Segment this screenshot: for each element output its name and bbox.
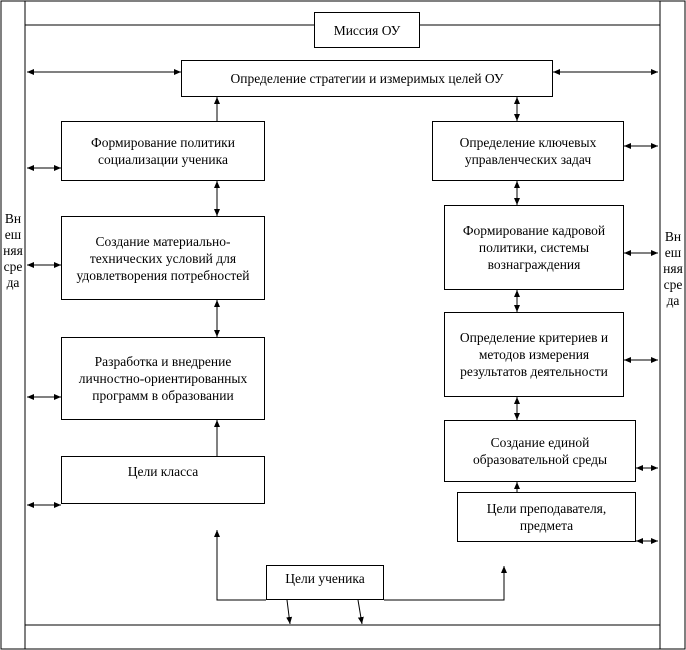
management-box: Определение ключевых управленческих зада… xyxy=(432,121,624,181)
arrow-student-down-left xyxy=(286,599,293,625)
arrow-student-down-right xyxy=(357,599,364,625)
arrow-student-to-teacher xyxy=(384,566,507,601)
teacher-goals-box: Цели преподавателя, предмета xyxy=(457,492,636,542)
left-external-env-label: Внешняя среда xyxy=(3,211,23,290)
mission-box: Миссия ОУ xyxy=(314,12,420,48)
criteria-box: Определение критериев и методов измерени… xyxy=(444,312,624,397)
socialization-box: Формирование политики социализации учени… xyxy=(61,121,265,181)
arrow-student-to-class xyxy=(214,530,266,601)
environment-box: Создание единой образовательной среды xyxy=(444,420,636,482)
class-goals-box: Цели класса xyxy=(61,456,265,504)
right-external-env-label: Внешняя среда xyxy=(663,229,683,308)
material-box: Создание материально-технических условий… xyxy=(61,216,265,300)
programs-box: Разработка и внедрение личностно-ориенти… xyxy=(61,337,265,420)
strategy-box: Определение стратегии и измеримых целей … xyxy=(181,60,553,97)
personnel-box: Формирование кадровой политики, системы … xyxy=(444,205,624,290)
student-goals-box: Цели ученика xyxy=(266,565,384,600)
